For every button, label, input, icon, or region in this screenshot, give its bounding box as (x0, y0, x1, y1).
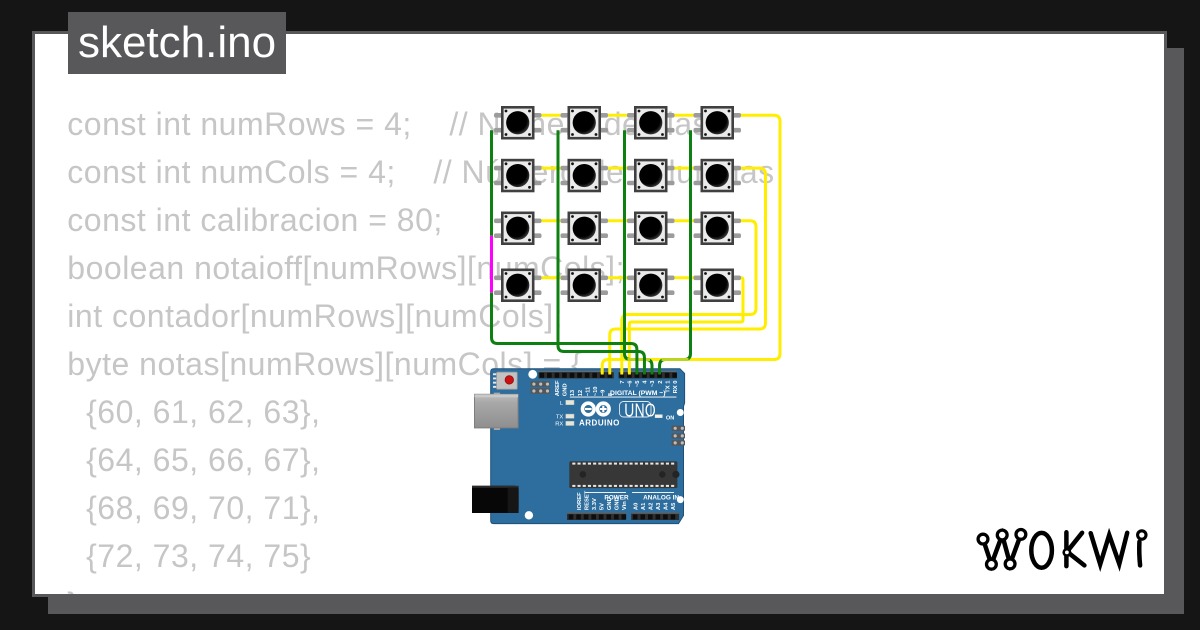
svg-text:7: 7 (620, 381, 626, 384)
svg-text:2: 2 (658, 381, 664, 384)
svg-text:POWER: POWER (605, 495, 630, 502)
svg-text:3.3V: 3.3V (592, 498, 598, 510)
svg-text:UNO: UNO (625, 401, 657, 421)
svg-text:8: 8 (608, 393, 614, 397)
svg-text:Vin: Vin (622, 501, 628, 510)
svg-text:AREF: AREF (555, 380, 561, 396)
svg-text:ARDUINO: ARDUINO (579, 419, 620, 428)
svg-text:ON: ON (666, 416, 674, 422)
svg-text:RX 0: RX 0 (673, 381, 679, 394)
svg-text:L: L (560, 401, 564, 407)
svg-text:A3: A3 (656, 502, 662, 510)
svg-text:A5: A5 (671, 502, 677, 510)
svg-text:~6: ~6 (628, 380, 634, 387)
svg-text:GND: GND (607, 498, 613, 511)
svg-text:13: 13 (571, 389, 577, 396)
svg-text:A0: A0 (634, 503, 640, 510)
svg-text:5V: 5V (600, 503, 606, 510)
svg-text:GND: GND (615, 498, 621, 511)
svg-text:IOREF: IOREF (577, 492, 583, 510)
svg-text:ANALOG IN: ANALOG IN (643, 495, 679, 502)
svg-text:~5: ~5 (635, 380, 641, 387)
svg-text:TX 1: TX 1 (666, 380, 672, 393)
svg-text:A2: A2 (649, 503, 655, 510)
svg-text:~11: ~11 (586, 386, 592, 396)
svg-text:A4: A4 (664, 502, 670, 510)
svg-text:4: 4 (643, 380, 649, 384)
svg-text:RX: RX (556, 422, 564, 428)
svg-text:~9: ~9 (601, 389, 607, 396)
svg-text:TX: TX (556, 415, 564, 421)
svg-text:~3: ~3 (651, 380, 657, 387)
svg-text:DIGITAL (PWM ~): DIGITAL (PWM ~) (610, 390, 665, 397)
svg-text:~10: ~10 (593, 387, 599, 397)
svg-text:A1: A1 (641, 502, 647, 510)
svg-text:GND: GND (563, 384, 569, 397)
svg-text:RESET: RESET (585, 491, 591, 511)
svg-text:12: 12 (578, 390, 584, 396)
